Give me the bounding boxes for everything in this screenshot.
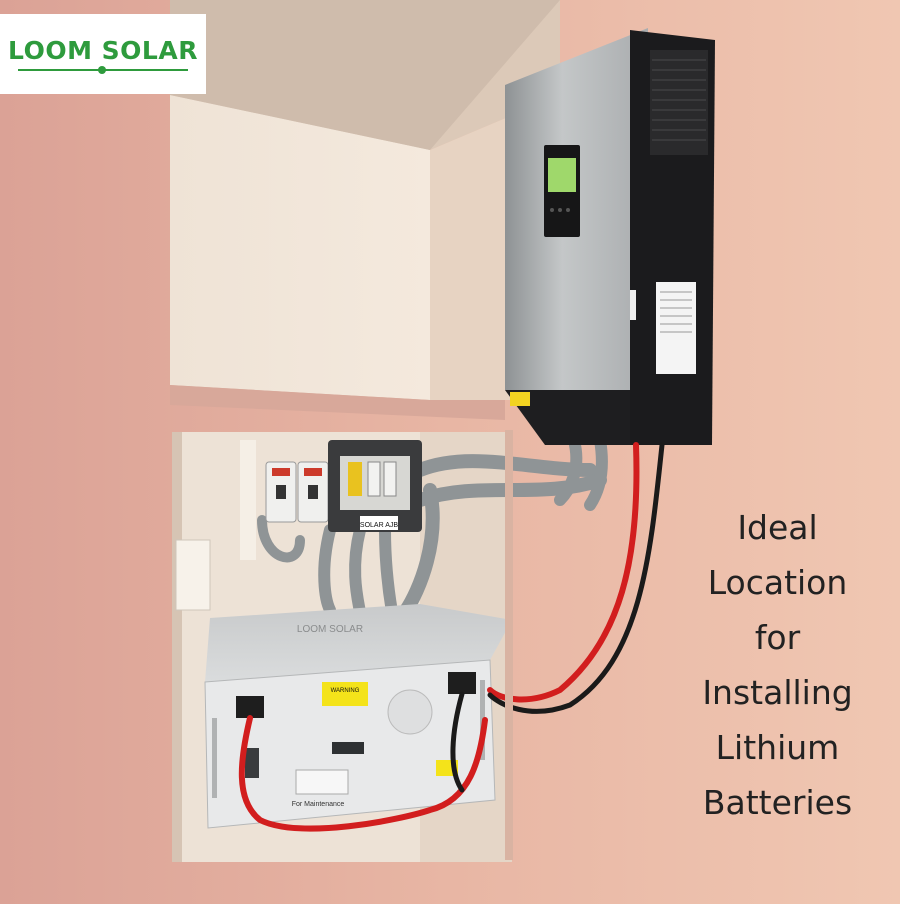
niche-edge <box>505 430 513 860</box>
brand-logo-text: LOOM SOLAR <box>8 35 198 65</box>
inverter-display <box>548 158 576 192</box>
battery-cables <box>238 442 665 832</box>
upper-niche <box>170 0 560 420</box>
caption-line: Ideal <box>737 508 818 547</box>
brand-logo: LOOM SOLAR <box>0 14 206 94</box>
caption-line: Batteries <box>702 783 853 822</box>
battery-warning-label: WARNING <box>331 688 360 694</box>
inverter-spec-label <box>656 282 696 374</box>
battery-speaker-grille <box>387 689 433 735</box>
combiner-box: SOLAR AJB <box>328 440 422 532</box>
caption-text: Ideal Location for Installing Lithium Ba… <box>680 500 875 830</box>
caption-line: Lithium <box>715 728 840 767</box>
caption-line: for <box>754 618 801 657</box>
battery-maintenance-label: For Maintenance <box>292 801 345 808</box>
caption-line: Location <box>707 563 848 602</box>
solar-inverter <box>505 28 715 445</box>
brand-logo-underline <box>18 65 188 74</box>
circuit-breakers <box>265 461 329 523</box>
caption-line: Installing <box>702 673 853 712</box>
battery-brand: LOOM SOLAR <box>297 624 363 635</box>
combiner-box-label: SOLAR AJB <box>360 522 398 529</box>
